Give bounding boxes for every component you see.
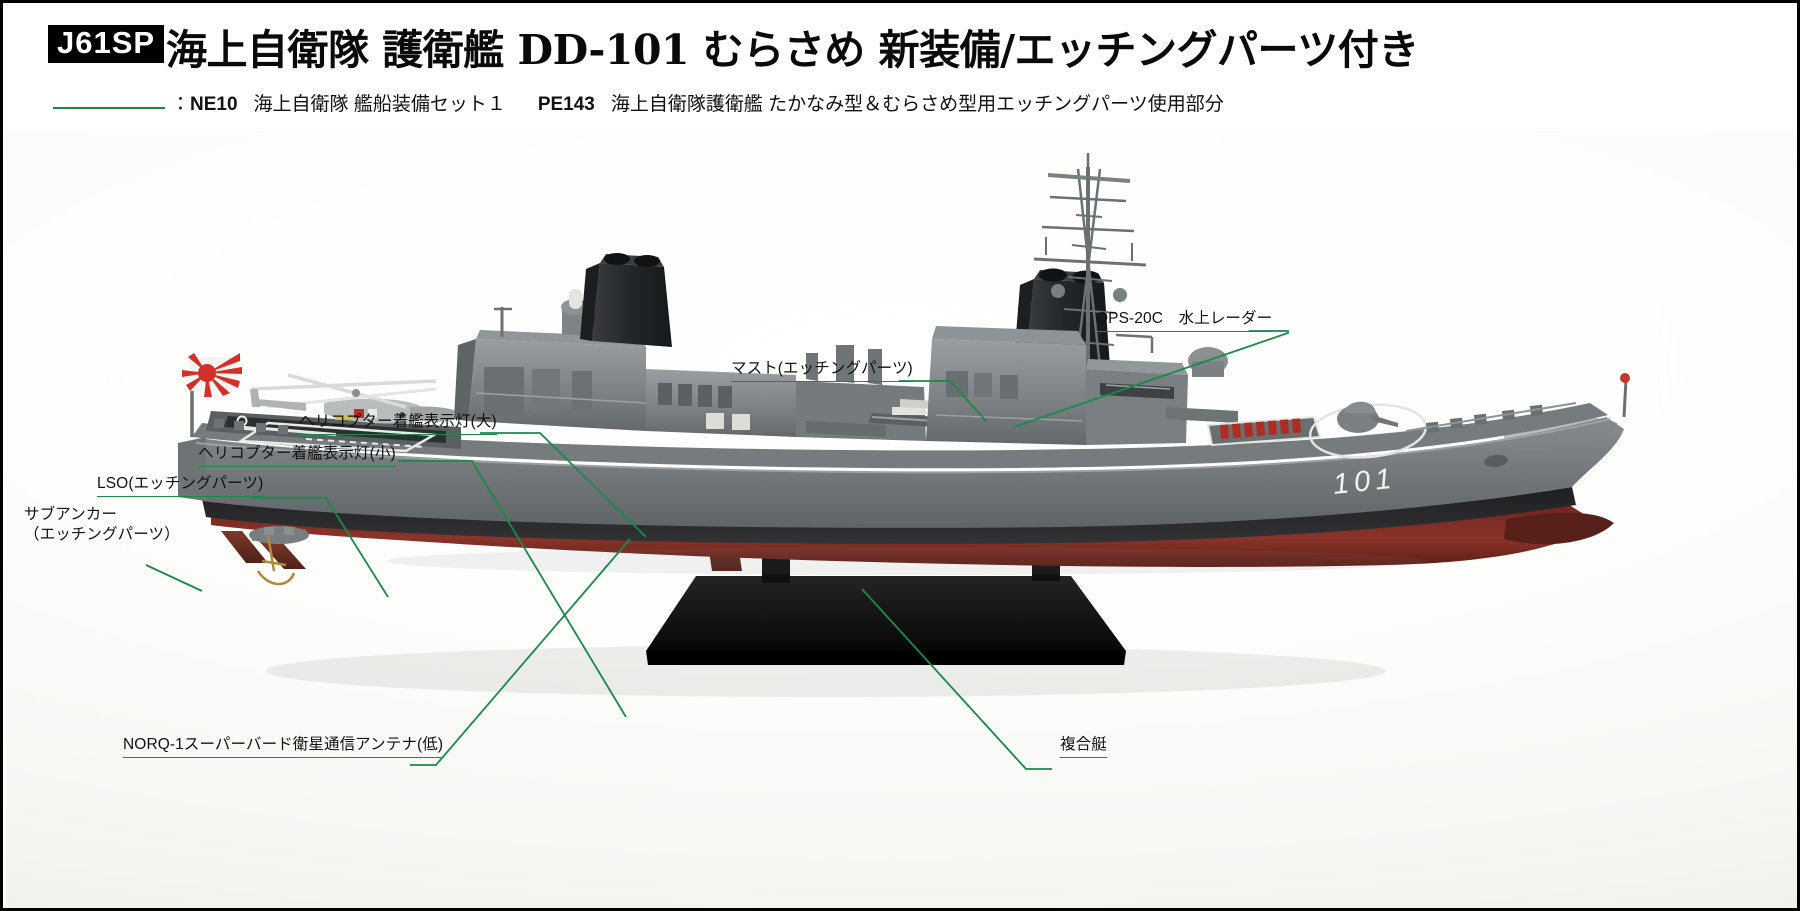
- subtitle-text-ne10: 海上自衛隊 艦船装備セット１: [253, 94, 506, 115]
- product-photo: 101: [6, 131, 1797, 908]
- callout-rhib-boat-text: 複合艇: [1060, 736, 1107, 753]
- subtitle-prefix: ：: [171, 94, 191, 115]
- callout-mast: マスト(エッチングパーツ): [731, 359, 913, 382]
- helicopter-sh60k: [250, 373, 464, 424]
- product-code-badge: J61SP: [48, 25, 165, 63]
- callout-sub-anchor: サブアンカー （エッチングパーツ）: [24, 505, 180, 545]
- callout-rhib-boat: 複合艇: [1060, 735, 1107, 758]
- subtitle-rule: [53, 107, 165, 109]
- subtitle-code-ne10: NE10: [190, 94, 238, 115]
- callout-norq1-antenna: NORQ-1スーパーバード衛星通信アンテナ(低): [123, 735, 444, 758]
- header: J61SP 海上自衛隊 護衛艦 DD-101 むらさめ 新装備/エッチングパーツ…: [3, 3, 1797, 131]
- page-title: 海上自衛隊 護衛艦 DD-101 むらさめ 新装備/エッチングパーツ付き: [166, 26, 1419, 74]
- callout-heli-light-small-text: ヘリコプター着艦表示灯(小): [198, 445, 396, 462]
- forecastle-fittings: [1405, 373, 1630, 433]
- callout-norq1-antenna-text: NORQ-1スーパーバード衛星通信アンテナ(低): [123, 736, 444, 753]
- callout-lso: LSO(エッチングパーツ): [97, 474, 264, 497]
- callout-heli-light-large: ヘリコプター着艦表示灯(大): [299, 412, 497, 435]
- ship-model-dd101-murasame: 101: [178, 153, 1630, 697]
- subtitle-text-pe143: 海上自衛隊護衛艦 たかなみ型＆むらさめ型用エッチングパーツ使用部分: [610, 94, 1224, 115]
- aft-funnel: [580, 253, 672, 347]
- aft-superstructure: [454, 289, 796, 437]
- subtitle: ：NE10 海上自衛隊 艦船装備セット１ PE143 海上自衛隊護衛艦 たかなみ型＆む…: [171, 89, 1224, 116]
- ops-20c-radar: [1047, 169, 1131, 183]
- callout-heli-light-small: ヘリコプター着艦表示灯(小): [198, 444, 396, 467]
- callout-sub-anchor-line2: （エッチングパーツ）: [24, 525, 180, 543]
- subtitle-code-pe143: PE143: [537, 94, 595, 115]
- hull-number: 101: [1331, 463, 1397, 501]
- callout-heli-light-large-text: ヘリコプター着艦表示灯(大): [299, 413, 497, 430]
- stern-fittings: [182, 353, 296, 586]
- rising-sun-ensign: [182, 353, 242, 397]
- callout-lso-text: LSO(エッチングパーツ): [97, 475, 264, 492]
- callout-sub-anchor-line1: サブアンカー: [24, 506, 117, 523]
- callout-mast-text: マスト(エッチングパーツ): [731, 360, 913, 377]
- callout-ops20c-radar-text: OPS-20C 水上レーダー: [1096, 310, 1273, 327]
- callout-ops20c-radar: OPS-20C 水上レーダー: [1096, 309, 1273, 332]
